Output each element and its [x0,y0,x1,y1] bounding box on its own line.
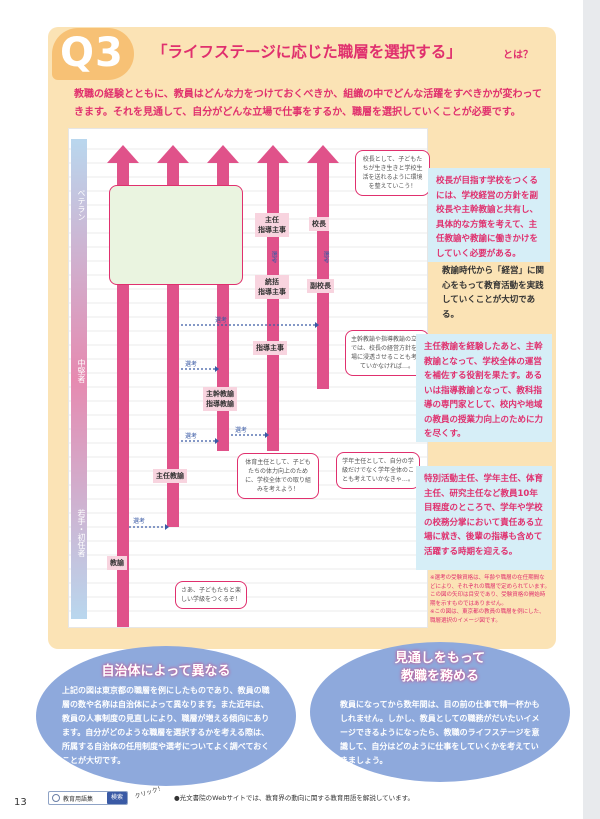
selection-label: 選考 [235,427,248,434]
note-principal: 校長が目指す学校をつくるには、学校経営の方針を副校長や主幹教諭と共有し、具体的な… [428,168,550,262]
role-teacher: 教諭 [107,556,127,570]
stage-bar [71,139,87,619]
footnote: ※この図は、東京都の教員の職層を例にした、職層選択のイメージ図です。 [430,609,545,624]
bubble-grade: 学年主任として、自分の学級だけでなく学年全体のことも考えていかなきゃ…。 [336,452,420,489]
note-lead: 特別活動主任、学年主任、体育主任、研究主任など教員10年目程度のところで、学年や… [416,466,552,570]
q-label: Q3 [60,30,124,76]
note-guide: 主任教諭を経験したあと、主幹教諭となって、学校全体の運営を補佐する役割を果たす。… [416,334,552,442]
role-supervisor-chief: 統括 指導主事 [255,275,289,299]
selection-label: 選考 [133,518,146,525]
intro-text: 教職の経験とともに、教員はどんな力をつけておくべきか、組織の中でどんな活躍をすべ… [74,89,542,118]
selection-label: 選考 [185,361,198,368]
footnotes: ※選考の受験資格は、年齢や職層の在任期間などにより、それぞれの職層で定められてい… [430,574,550,625]
bubble-guide: 主幹教諭や指導教諭の立場では、校長の経営方針を職場に浸透させることも考えていかな… [345,330,429,376]
stage-label-mid: 中堅者 [77,359,86,383]
bubble-principal: 校長として、子どもたちが生き生きと学校生活を送れるように環境を整えていこう！ [355,150,430,196]
right-margin-strip [583,0,600,819]
search-icon [52,794,60,802]
role-lead-teacher: 主任教諭 [153,469,187,483]
section-left-ellipse [36,646,296,786]
bubble-new-teacher: さあ、子どもたちと楽しい学級をつくるぞ！ [175,581,247,609]
role-vice-principal: 副校長 [307,279,334,293]
section-right-title: 見通しをもって 教職を務める [370,650,510,686]
footer-text: ●光文書院のWebサイトでは、教育界の動向に関する教育用語を解説しています。 [174,794,414,802]
section-left-title: 自治体によって異なる [96,660,236,679]
bubble-lead: 体育主任として、子どもたちの体力向上のために、学校全体での取り組みを考えよう！ [237,453,319,499]
section-right-title-line1: 見通しをもって [394,651,486,666]
section-right-ellipse [310,642,570,782]
selection-label: 選考 [215,317,228,324]
page-title-suffix: とは？ [503,50,533,61]
role-guide-chief: 指導主事 [253,341,287,355]
selection-label: 選考 [270,251,277,263]
role-guide-teacher: 主幹教諭 指導教諭 [203,387,237,411]
role-chief-supervisor: 主任 指導主事 [255,213,289,237]
search-button[interactable]: 検索 [107,792,127,804]
classroom-illustration [109,185,243,285]
selection-label: 選考 [322,251,329,263]
section-right-text: 教員になってから数年間は、目の前の仕事で精一杯かもしれません。しかし、教員として… [340,700,540,765]
q3-badge-bg [52,28,134,80]
stage-label-young: 若手・初任者 [77,509,86,557]
page-number: 13 [14,797,27,808]
role-principal: 校長 [309,217,329,231]
stage-label-veteran: ベテラン [77,189,86,221]
section-left-title-text: 自治体によって異なる [101,664,231,679]
note-admin: 教諭時代から「経営」に関心をもって教育活動を実践していくことが大切である。 [442,266,545,320]
section-left-text: 上記の図は東京都の職層を例にしたものであり、教員の職層の数や名称は自治体によって… [62,686,270,765]
footnote: ※選考の受験資格は、年齢や職層の在任期間などにより、それぞれの職層で定められてい… [430,575,550,607]
section-right-title-line2: 教職を務める [400,669,479,684]
page-title: 「ライフステージに応じた職層を選択する」 [152,43,462,61]
selection-label: 選考 [185,433,198,440]
career-ladder-diagram: ベテラン 中堅者 若手・初任者 教諭 主任教諭 主幹教諭 指導教諭 指導主事 統… [68,128,428,628]
